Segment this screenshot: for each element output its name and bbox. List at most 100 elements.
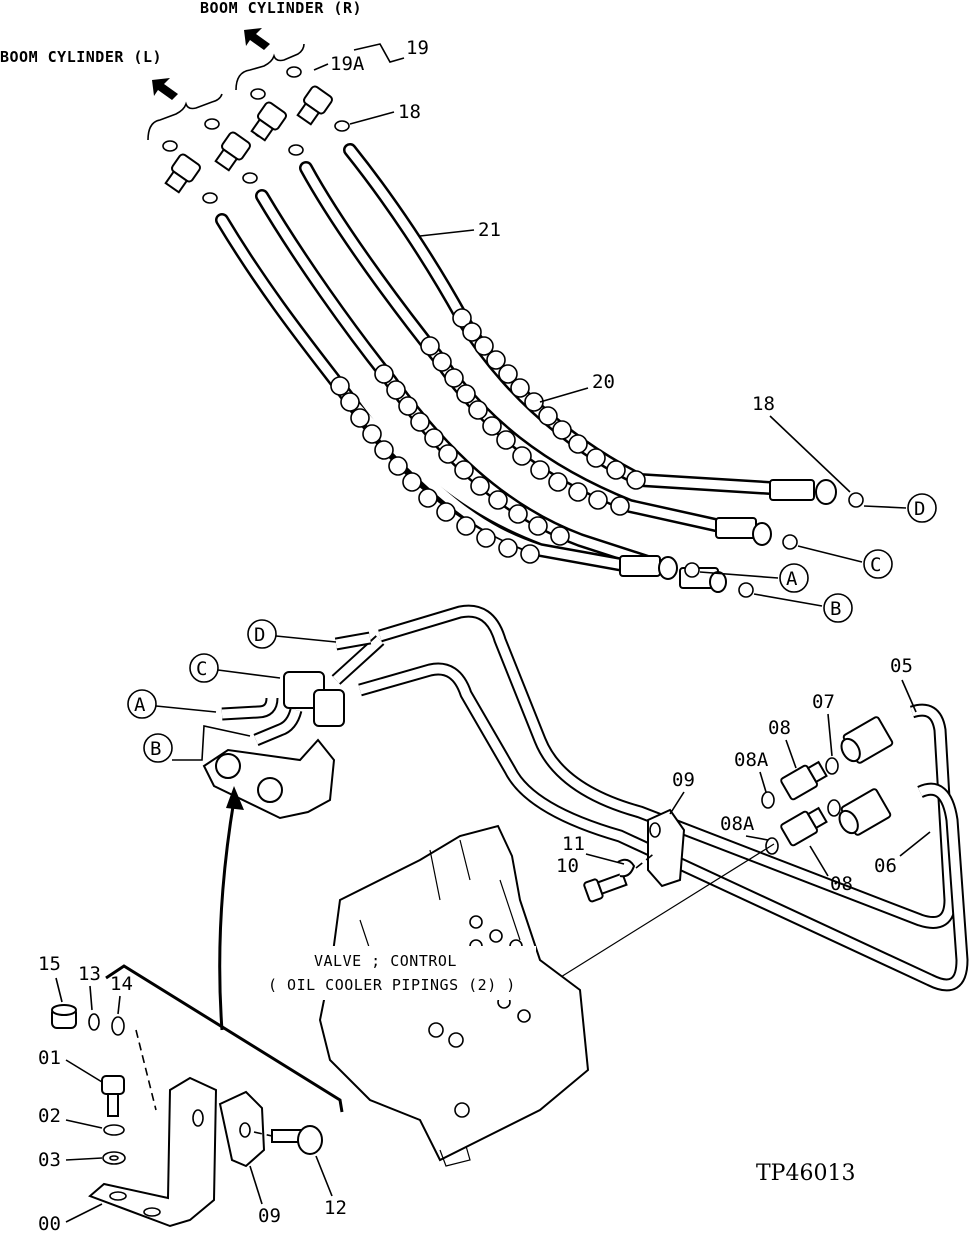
bolt-12 [271,1125,323,1155]
lock-washer-02 [103,1124,125,1136]
leader-08-upper [785,739,797,769]
leader-08a-upper [759,771,767,793]
connector-b-right-circle [823,593,853,623]
leader-21 [419,229,475,237]
leader-01 [65,1059,103,1083]
label-00: 00 [38,1213,61,1235]
leader-d-left [275,635,337,643]
leader-19 [353,43,405,63]
union-fittings-top [164,85,333,194]
connector-b-left: B [150,738,161,760]
label-19a: 19A [330,53,365,75]
pipe-nut-06 [838,788,892,836]
boom-cylinder-right-caption: BOOM CYLINDER (R) [200,0,362,50]
bolt-path-14 [135,1029,157,1111]
label-01: 01 [38,1047,61,1069]
connector-a-left: A [134,694,146,716]
connector-c-right: C [870,554,881,576]
leader-12 [315,1155,333,1197]
label-20: 20 [592,371,615,393]
leader-15 [55,977,63,1003]
assembly-arrow [218,799,236,1031]
boom-cylinder-left-caption: BOOM CYLINDER (L) [0,48,178,100]
pipe-clamp-09 [647,808,686,888]
arrow-head-icon [226,786,244,810]
connector-a-left-circle [127,689,157,719]
label-08a-lower: 08A [720,813,755,835]
label-08-upper: 08 [768,717,791,739]
washer-14 [111,1016,125,1036]
leader-07 [827,713,833,757]
leader-08-lower [809,845,829,877]
leader-b-right [753,593,823,607]
label-06: 06 [874,855,897,877]
connector-c-left: C [196,658,207,680]
oil-cooler-pipings-text: ( OIL COOLER PIPINGS (2) ) [268,976,516,994]
hose-end-fittings [619,479,837,593]
valve-label-bg [306,946,536,1000]
pipe-route-line [539,843,775,991]
label-03: 03 [38,1149,61,1171]
washer-03-hole [109,1155,119,1161]
leader-08a-lower [745,835,769,841]
leader-09-main [669,791,685,815]
leader-b-left [172,725,251,761]
clamp-09-bottom [218,1090,266,1168]
label-12: 12 [324,1197,347,1219]
spring-guards [330,308,646,564]
bolt-path-10 [635,851,657,869]
leader-18-right [769,415,851,493]
label-08-lower: 08 [830,873,853,895]
connector-b-right: B [830,598,841,620]
elbow-fittings [221,631,372,746]
o-rings-top [162,66,350,204]
bolt-path-12 [253,1131,273,1137]
label-18-top: 18 [398,101,421,123]
leader-14 [117,995,121,1015]
leader-02 [65,1119,103,1129]
nut-15 [51,1004,77,1029]
o-ring-08a-upper [761,791,775,809]
connector-d-left-circle [247,619,277,649]
leader-06 [899,831,931,857]
washer-13 [88,1013,100,1031]
label-11: 11 [562,833,585,855]
brace-left-group [147,93,223,141]
leader-a-left [155,705,217,713]
adapter-08-lower [780,806,828,847]
valve-control-text: VALVE ; CONTROL [314,952,457,970]
right-o-rings [684,492,864,598]
brace-right-group [235,43,305,91]
label-19: 19 [406,37,429,59]
label-09-bottom: 09 [258,1205,281,1227]
leader-03 [65,1157,103,1161]
arrow-up-left-icon [244,28,270,50]
bolt-10 [583,872,628,903]
connector-b-left-circle [143,733,173,763]
leader-19a [313,63,329,71]
leader-20 [539,387,589,403]
label-10: 10 [556,855,579,877]
pipe-nut-05 [840,716,894,764]
figure-id: TP46013 [756,1161,855,1186]
joint-block [202,635,385,820]
arrow-up-left-icon [152,78,178,100]
leader-d-right [863,505,907,509]
connector-c-left-circle [189,653,219,683]
connector-c-right-circle [863,549,893,579]
bracket-00 [88,1076,218,1228]
bracket-outline [105,964,344,1113]
o-ring-lower [827,799,841,817]
label-14: 14 [110,973,133,995]
label-15: 15 [38,953,61,975]
label-18-right: 18 [752,393,775,415]
connector-a-right: A [786,568,798,590]
oil-cooler-pipe-upper [378,604,957,929]
boom-cylinder-right-text: BOOM CYLINDER (R) [200,0,362,17]
leader-05 [901,679,917,713]
label-08a-upper: 08A [734,749,769,771]
o-ring-07 [825,757,839,775]
label-05: 05 [890,655,913,677]
leader-18-top [349,111,395,125]
